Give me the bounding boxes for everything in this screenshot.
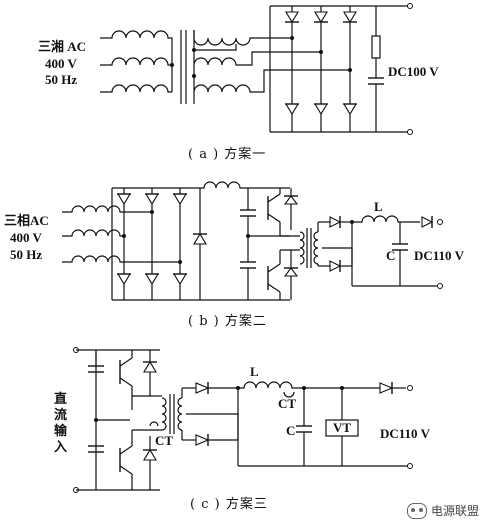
input-bridge-diodes: [117, 193, 187, 286]
panel-c-caption: ( c ) 方案三: [190, 497, 268, 512]
output-capacitor: [368, 77, 384, 132]
panel-c-ct1-label: CT: [155, 433, 174, 448]
panel-b-caption: ( b ) 方案二: [188, 314, 267, 329]
half-bridge-switches: [267, 188, 299, 300]
panel-c-schematic: [73, 347, 413, 493]
panel-a-input-label-1: 三湘 AC: [38, 39, 87, 54]
panel-a-schematic: [100, 3, 413, 135]
panel-b-input-label-2: 400 V: [10, 230, 42, 245]
rectifier-diodes: [285, 11, 357, 116]
panel-c-inductor-label: L: [250, 364, 259, 379]
panel-b-capacitor-label: C: [386, 248, 396, 263]
panel-c-ct2-label: CT: [278, 396, 297, 411]
transformer-primary: [100, 30, 174, 93]
watermark: 电源联盟: [406, 502, 479, 519]
panel-a-input-label-3: 50 Hz: [45, 72, 78, 87]
panel-a-output-label: DC100 V: [388, 64, 439, 79]
panel-c-input-label: 直流输入: [54, 392, 68, 455]
panel-a-input-label-2: 400 V: [45, 56, 77, 71]
watermark-text: 电源联盟: [430, 504, 479, 518]
panel-b-schematic: [62, 181, 443, 301]
panel-b-inductor-label: L: [374, 199, 383, 214]
output-resistor: [371, 6, 381, 78]
panel-c-capacitor-label: C: [286, 423, 296, 438]
chat-bubble-icon: [406, 502, 427, 519]
panel-c-regulator-label: VT: [333, 420, 352, 435]
transformer-secondary: [192, 30, 270, 104]
panel-b-input-label-3: 50 Hz: [10, 247, 43, 262]
panel-a-caption: ( a ) 方案一: [188, 147, 267, 162]
panel-b-input-label-1: 三相AC: [4, 213, 49, 228]
panel-c-switches: [119, 350, 157, 490]
panel-b-output-label: DC110 V: [414, 248, 464, 263]
panel-c-output-label: DC110 V: [380, 426, 430, 441]
